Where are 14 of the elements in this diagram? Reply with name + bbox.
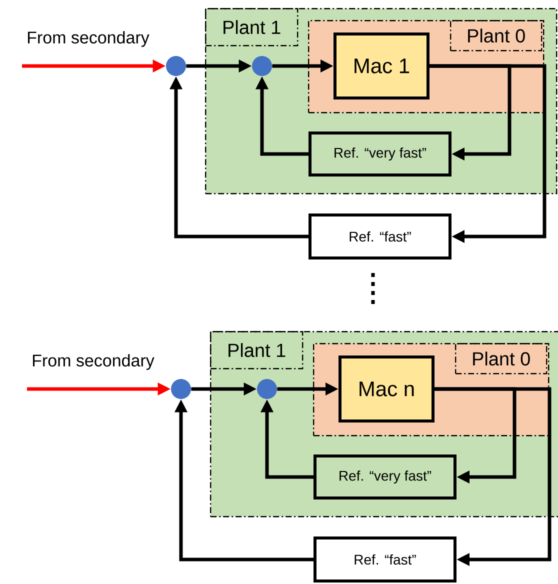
reference-box: Ref. “fast” [308, 214, 452, 260]
summing-junction [252, 56, 272, 76]
machine-box: Mac 1 [334, 32, 430, 100]
arrow [434, 387, 552, 566]
reference-box: Ref. “very fast” [308, 132, 452, 176]
reference-box: Ref. “very fast” [314, 454, 456, 500]
edge-label: From secondary [32, 354, 154, 370]
summing-junction [257, 379, 277, 399]
arrow [430, 64, 546, 244]
reference-box: Ref. “fast” [314, 536, 456, 582]
edge-label: From secondary [28, 31, 150, 47]
machine-box: Mac n [338, 356, 434, 422]
summing-junction [166, 56, 186, 76]
summing-junction [171, 379, 191, 399]
